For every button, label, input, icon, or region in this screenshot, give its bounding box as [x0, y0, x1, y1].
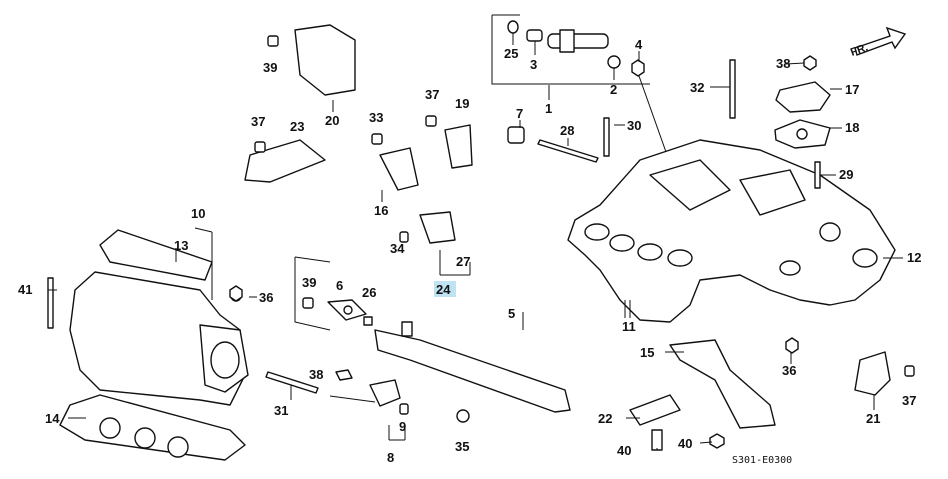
callout-40-right[interactable]: 40	[678, 436, 692, 451]
callout-37-right[interactable]: 37	[902, 393, 916, 408]
callout-27[interactable]: 27	[456, 254, 470, 269]
callout-21[interactable]: 21	[866, 411, 880, 426]
front-direction-arrow: FR.	[849, 26, 907, 59]
callout-36-manifold[interactable]: 36	[782, 363, 796, 378]
callout-12[interactable]: 12	[907, 250, 921, 265]
callout-10[interactable]: 10	[191, 206, 205, 221]
highlight-box	[434, 281, 456, 297]
callout-38-top[interactable]: 38	[776, 56, 790, 71]
callout-20[interactable]: 20	[325, 113, 339, 128]
callout-2[interactable]: 2	[610, 82, 617, 97]
blank-covers	[774, 55, 831, 149]
intake-chamber	[59, 227, 249, 461]
callout-34[interactable]: 34	[390, 241, 405, 256]
callout-7[interactable]: 7	[516, 106, 523, 121]
callout-37-bracket[interactable]: 37	[251, 114, 265, 129]
callout-32[interactable]: 32	[690, 80, 704, 95]
intake-manifold	[567, 139, 896, 323]
callout-9[interactable]: 9	[399, 419, 406, 434]
callouts: 1 2 3 4 5 6 7 8 9 10 11 12 13 14 15 16 1…	[18, 37, 921, 465]
callout-13[interactable]: 13	[174, 238, 188, 253]
callout-5[interactable]: 5	[508, 306, 515, 321]
callout-6[interactable]: 6	[336, 278, 343, 293]
callout-31[interactable]: 31	[274, 403, 288, 418]
callout-41[interactable]: 41	[18, 282, 32, 297]
brackets	[229, 24, 915, 451]
callout-35[interactable]: 35	[455, 439, 469, 454]
callout-3[interactable]: 3	[530, 57, 537, 72]
callout-40-left[interactable]: 40	[617, 443, 631, 458]
callout-15[interactable]: 15	[640, 345, 654, 360]
callout-24[interactable]: 24	[436, 282, 451, 297]
diagram-code: S301-E0300	[732, 455, 792, 466]
callout-36-chamber[interactable]: 36	[259, 290, 273, 305]
callout-23[interactable]: 23	[290, 119, 304, 134]
callout-17[interactable]: 17	[845, 82, 859, 97]
studs	[47, 59, 821, 394]
callout-38-pipe[interactable]: 38	[309, 367, 323, 382]
callout-37-center[interactable]: 37	[425, 87, 439, 102]
injector-assembly	[491, 14, 650, 85]
callout-16[interactable]: 16	[374, 203, 388, 218]
callout-28[interactable]: 28	[560, 123, 574, 138]
callout-18[interactable]: 18	[845, 120, 859, 135]
callout-39-top[interactable]: 39	[263, 60, 277, 75]
callout-39-pipe[interactable]: 39	[302, 275, 316, 290]
callout-26[interactable]: 26	[362, 285, 376, 300]
callout-11[interactable]: 11	[622, 319, 636, 334]
callout-4[interactable]: 4	[635, 37, 643, 52]
leader-lines	[48, 33, 903, 450]
callout-14[interactable]: 14	[45, 411, 60, 426]
callout-33[interactable]: 33	[369, 110, 383, 125]
callout-19[interactable]: 19	[455, 96, 469, 111]
callout-1[interactable]: 1	[545, 101, 552, 116]
callout-22[interactable]: 22	[598, 411, 612, 426]
callout-8[interactable]: 8	[387, 450, 394, 465]
callout-30[interactable]: 30	[627, 118, 641, 133]
fuel-pipe	[294, 256, 571, 423]
callout-29[interactable]: 29	[839, 167, 853, 182]
direction-label: FR.	[849, 41, 870, 58]
callout-25[interactable]: 25	[504, 46, 518, 61]
